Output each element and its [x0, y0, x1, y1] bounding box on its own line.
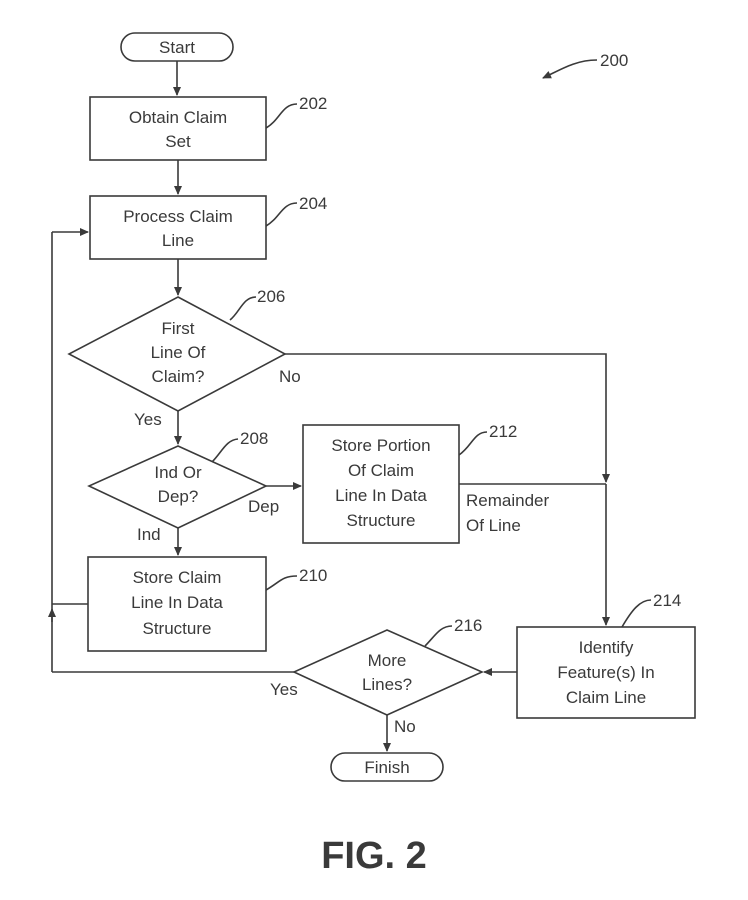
process-claim-line-line-2: Line	[162, 231, 194, 250]
ref-216: 216	[454, 616, 482, 635]
more-lines-decision-line-1: More	[368, 651, 407, 670]
label-remainder-line-1: Remainder	[466, 491, 549, 510]
store-portion-line-3: Line In Data	[335, 486, 427, 505]
first-line-decision-line-2: Line Of	[151, 343, 206, 362]
label-no-more: No	[394, 717, 416, 736]
store-portion-line-1: Store Portion	[331, 436, 430, 455]
ref-leader-206	[229, 296, 257, 321]
obtain-claim-set-line-1: Obtain Claim	[129, 108, 227, 127]
ref-leader-212	[458, 431, 488, 456]
first-line-decision-line-1: First	[161, 319, 194, 338]
ref-214: 214	[653, 591, 681, 610]
store-claim-line-line-3: Structure	[143, 619, 212, 638]
store-claim-line-line-1: Store Claim	[133, 568, 222, 587]
store-portion-box	[302, 424, 460, 544]
process-claim-line-line-1: Process Claim	[123, 207, 233, 226]
first-line-decision-line-3: Claim?	[152, 367, 205, 386]
label-dep: Dep	[248, 497, 279, 516]
figure-ref-arrow	[542, 59, 598, 79]
store-claim-line-line-2: Line In Data	[131, 593, 223, 612]
obtain-claim-set-box	[89, 96, 267, 161]
more-lines-decision-line-2: Lines?	[362, 675, 412, 694]
identify-features-line-1: Identify	[579, 638, 634, 657]
label-no-first: No	[279, 367, 301, 386]
store-portion-line-2: Of Claim	[348, 461, 414, 480]
ref-leader-216	[424, 625, 453, 647]
ind-dep-decision-line-1: Ind Or	[154, 463, 202, 482]
identify-features-line-3: Claim Line	[566, 688, 646, 707]
ref-206: 206	[257, 287, 285, 306]
ref-204: 204	[299, 194, 327, 213]
label-remainder-line-2: Of Line	[466, 516, 521, 535]
start-label: Start	[159, 38, 195, 57]
ref-212: 212	[489, 422, 517, 441]
finish-label: Finish	[364, 758, 409, 777]
obtain-claim-set-line-2: Set	[165, 132, 191, 151]
ref-leader-204	[265, 202, 298, 227]
ref-leader-202	[265, 103, 298, 129]
store-portion-line-4: Structure	[347, 511, 416, 530]
edge-firstline-no	[285, 353, 610, 483]
ref-202: 202	[299, 94, 327, 113]
ref-210: 210	[299, 566, 327, 585]
more-lines-decision	[292, 629, 484, 716]
ind-dep-decision-line-2: Dep?	[158, 487, 199, 506]
store-claim-line-box	[87, 556, 267, 652]
identify-features-box	[516, 626, 696, 719]
figure-label: FIG. 2	[321, 835, 427, 877]
label-ind: Ind	[137, 525, 161, 544]
label-yes-first: Yes	[134, 410, 162, 429]
ref-leader-210	[265, 575, 298, 591]
ref-leader-214	[621, 599, 652, 628]
ref-208: 208	[240, 429, 268, 448]
label-yes-more: Yes	[270, 680, 298, 699]
finish-terminal	[330, 752, 444, 782]
ref-leader-208	[211, 438, 239, 463]
figure-ref-label: 200	[600, 51, 628, 70]
identify-features-line-2: Feature(s) In	[557, 663, 654, 682]
